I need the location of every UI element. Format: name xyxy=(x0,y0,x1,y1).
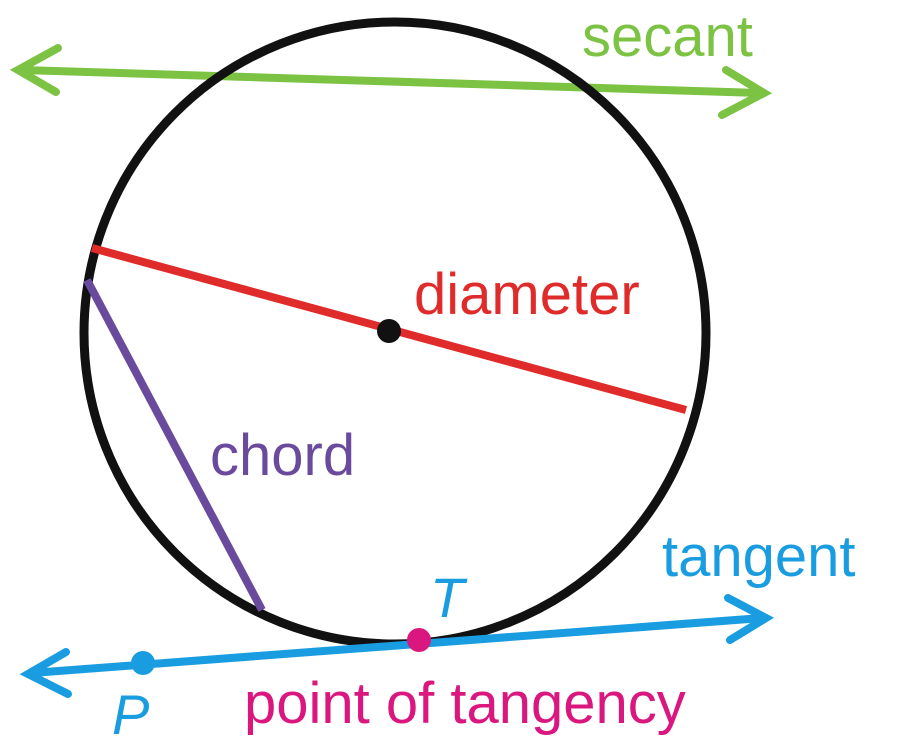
secant-line xyxy=(18,66,764,97)
tangent-arrowhead-left xyxy=(19,648,72,698)
secant-arrowhead-right xyxy=(718,66,773,119)
point-t-label: T xyxy=(430,566,468,629)
secant-arrowhead-left xyxy=(9,44,62,96)
tangent-arrowhead-right xyxy=(724,594,775,644)
point-p-dot xyxy=(131,651,155,675)
secant-label: secant xyxy=(582,4,753,69)
chord-label: chord xyxy=(210,423,355,488)
center-point xyxy=(377,319,401,343)
point-p-label: P xyxy=(112,683,149,742)
point-of-tangency-dot xyxy=(407,628,431,652)
chord-line xyxy=(83,278,266,612)
diameter-label: diameter xyxy=(414,262,640,327)
tangent-label: tangent xyxy=(662,524,856,589)
point-of-tangency-label: point of tangency xyxy=(244,671,686,736)
